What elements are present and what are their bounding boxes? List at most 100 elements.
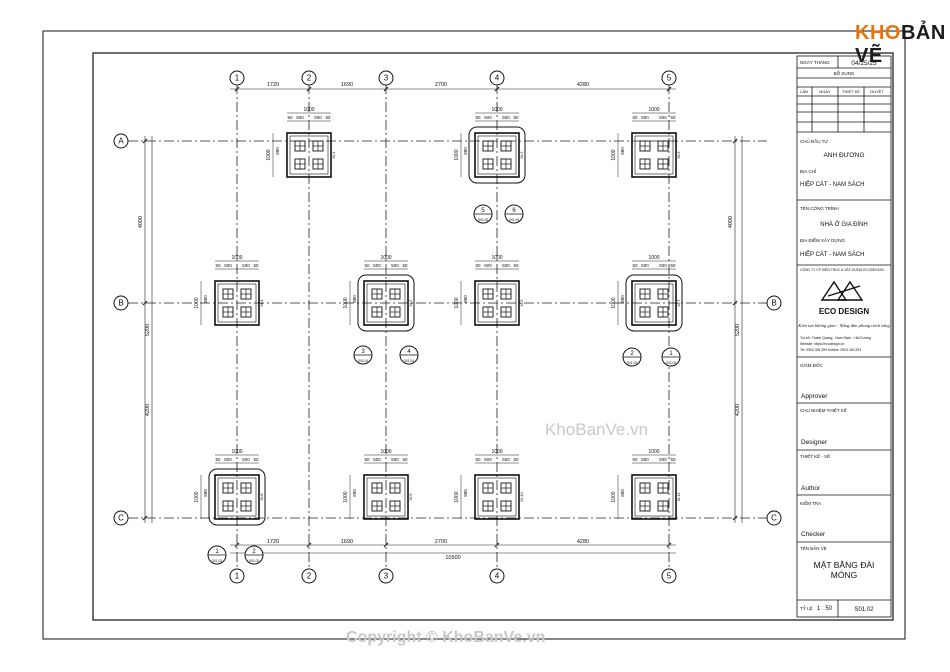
- section-marker-num: 1: [215, 549, 219, 555]
- footing-outline: [357, 274, 415, 332]
- footing-dim-width: 1000: [380, 255, 391, 261]
- footing-pad: [363, 280, 409, 326]
- footing-dim-mid-right: 500: [314, 115, 322, 120]
- footing-dim-width: 1000: [231, 449, 242, 455]
- tb-address-value: HIỆP CÁT - NAM SÁCH: [800, 180, 864, 188]
- footing-pad-inner: [634, 477, 674, 517]
- footing-tag: M-3: [676, 151, 681, 159]
- footing-dim-inner: 880: [203, 295, 208, 303]
- section-marker-num: 1: [669, 351, 673, 357]
- footing-pad-inner: [477, 477, 517, 517]
- axis-bubble-3-bottom: [378, 568, 394, 584]
- tb-rev-col-1: LẦN: [800, 89, 808, 94]
- footing-dim-edge-left: 50: [215, 457, 221, 462]
- dim-left-3: 4200: [145, 404, 151, 416]
- footing-dim-height: 1000: [343, 491, 349, 502]
- footing-tag: M-11: [676, 492, 681, 502]
- tb-address-label: ĐỊA CHỈ: [800, 168, 817, 174]
- footing-dim-edge-left: 50: [215, 263, 221, 268]
- tb-scale-label: TỶ LỆ: [800, 604, 813, 611]
- tb-project-label: TÊN CÔNG TRÌNH: [800, 204, 839, 211]
- footing-dim-inner: 880: [463, 489, 468, 497]
- footing-outline: [468, 126, 526, 184]
- tb-checker-label: KIỂM TRA: [800, 500, 821, 506]
- footing-pad: [474, 132, 520, 178]
- footing-pad-inner: [217, 283, 257, 323]
- footing-dim-mid-left: 500: [224, 457, 232, 462]
- footing-pad: [363, 474, 409, 520]
- tb-rev-col-4: DUYỆT: [870, 89, 884, 94]
- section-marker-num: 4: [407, 349, 411, 355]
- footing-pad: [474, 280, 520, 326]
- tb-slogan: Kiến tạo không gian - Nâng tầm phong các…: [797, 323, 890, 328]
- footing-tag: M-10: [519, 492, 524, 502]
- footing-dim-mid-right: 500: [502, 263, 510, 268]
- footing-dim-edge-right: 50: [513, 115, 519, 120]
- footing-dim-width: 1000: [648, 255, 659, 261]
- footing-dim-edge-right: 50: [513, 263, 519, 268]
- footing-dim-width: 1000: [491, 449, 502, 455]
- footing-tag: M-7: [676, 299, 681, 307]
- footing-pad-inner: [477, 283, 517, 323]
- axis-bubble-5-top: [661, 70, 677, 86]
- footing-dim-inner: 880: [352, 295, 357, 303]
- footing-dim-inner: 880: [463, 295, 468, 303]
- footing-dim-width: 1000: [648, 107, 659, 113]
- inner-frame: [92, 52, 894, 621]
- dim-left-1: 4000: [138, 216, 144, 228]
- section-marker-num: 6: [512, 208, 516, 214]
- section-marker-ref: S01.03: [627, 361, 637, 365]
- axis-bubble-4-bottom: [489, 568, 505, 584]
- footing-dim-edge-left: 50: [364, 263, 370, 268]
- footing-pad-inner: [477, 135, 517, 175]
- axis-label-1-bottom: 1: [235, 572, 240, 581]
- tb-location-value: HIỆP CÁT - NAM SÁCH: [800, 250, 864, 258]
- axis-bubble-C-left: [113, 510, 129, 526]
- section-marker-num: 2: [252, 549, 256, 555]
- footing-dim-mid-right: 500: [659, 263, 667, 268]
- site-logo[interactable]: KHOBẢN VẼ: [855, 22, 950, 68]
- axis-bubble-4-top: [489, 70, 505, 86]
- footing-dim-edge-right: 50: [325, 115, 331, 120]
- dimension-texts: 1720 1690 2700 4280 1720 1690 2700 4280 …: [138, 82, 741, 561]
- footing-dim-width: 1000: [231, 255, 242, 261]
- axis-bubble-2-top: [301, 70, 317, 86]
- tb-rev-col-3: THIẾT KẾ: [842, 89, 860, 94]
- footing-dim-mid-left: 500: [373, 263, 381, 268]
- footing-dim-edge-left: 50: [287, 115, 293, 120]
- tb-contact-3: Tel: 0903 394 399 Hotline: 0903 430 203: [800, 348, 861, 352]
- footing-dim-inner: 880: [463, 147, 468, 155]
- section-marker-num: 3: [361, 349, 365, 355]
- footing-tag: M-6: [519, 299, 524, 307]
- footing-outline: [208, 468, 266, 526]
- eco-design-logo: [820, 280, 864, 301]
- section-marker-num: 2: [630, 351, 634, 357]
- tb-revision-header: BỔ SUNG: [834, 70, 855, 76]
- footing-pad: [474, 474, 520, 520]
- dim-right-2: 5200: [735, 324, 741, 336]
- footing-dim-mid-left: 500: [484, 457, 492, 462]
- footing-dim-width: 1000: [491, 255, 502, 261]
- dim-left-2: 5200: [145, 324, 151, 336]
- axis-bubble-C-right: [766, 510, 782, 526]
- tb-checker-value: Checker: [801, 531, 826, 538]
- title-block: [796, 55, 892, 618]
- section-marker-num: 5: [481, 208, 485, 214]
- axis-bubble-B-right: [766, 295, 782, 311]
- axis-label-B-left: B: [118, 299, 123, 308]
- axis-label-1-top: 1: [235, 74, 240, 83]
- footing-dim-edge-left: 50: [632, 457, 638, 462]
- axis-label-5-top: 5: [667, 74, 672, 83]
- tb-location-label: ĐỊA ĐIỂM XÂY DỰNG: [800, 237, 846, 243]
- footing-dim-height: 1000: [194, 491, 200, 502]
- dim-top-2: 1690: [341, 82, 353, 88]
